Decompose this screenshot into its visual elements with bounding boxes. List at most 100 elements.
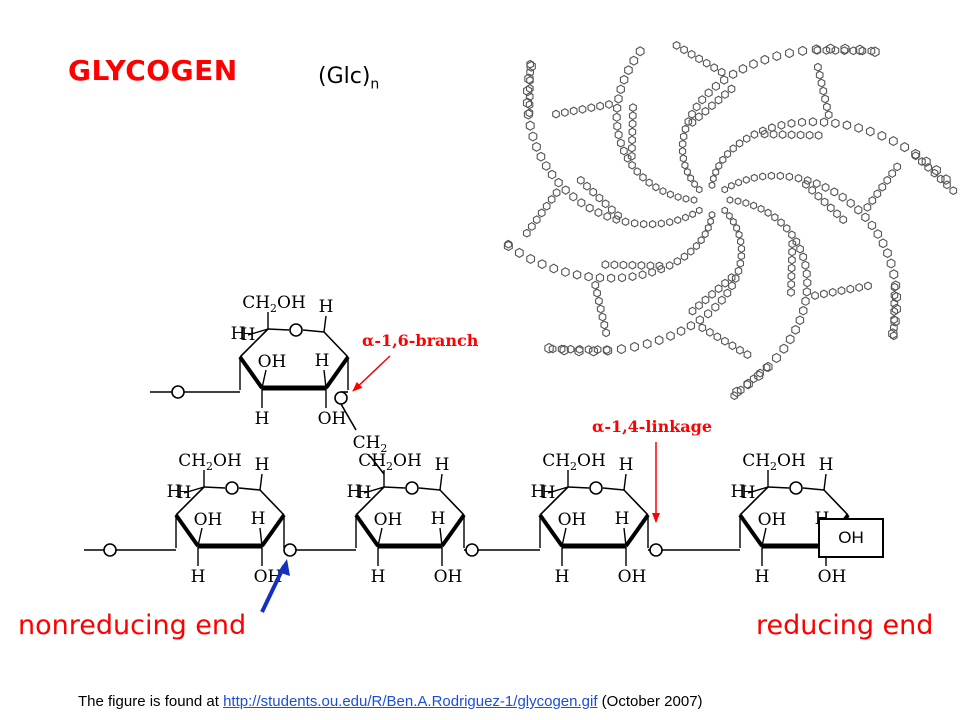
glucose-unit <box>888 169 897 178</box>
glucose-unit <box>648 267 656 277</box>
glucose-unit <box>552 188 561 198</box>
glucose-unit <box>607 273 616 283</box>
glucose-unit <box>702 58 711 68</box>
reducing-end-label: reducing end <box>756 610 934 641</box>
glucose-unit <box>729 144 737 153</box>
glucose-unit <box>735 139 744 148</box>
glucose-unit <box>762 363 771 372</box>
glucose-unit <box>547 169 557 180</box>
ring-oxygen <box>405 481 419 495</box>
substituent-bond <box>561 527 567 547</box>
hydroxyl-group: OH <box>618 567 647 587</box>
glucose-unit <box>864 281 872 291</box>
ring-bond <box>259 489 285 516</box>
glucose-unit <box>620 146 628 156</box>
glucose-unit <box>918 157 926 167</box>
ring-bond <box>623 489 649 516</box>
glucose-unit <box>921 156 931 167</box>
glucose-unit <box>614 211 622 221</box>
glucose-unit <box>824 110 833 120</box>
glucose-unit <box>682 194 690 203</box>
branch-label: α-1,6-branch <box>362 331 479 350</box>
glucose-unit <box>726 211 733 220</box>
glucose-unit <box>812 179 821 189</box>
glucose-unit <box>737 237 745 246</box>
hydrogen-atom: H <box>741 483 756 503</box>
glucose-unit <box>787 263 796 273</box>
glucose-unit <box>695 185 703 194</box>
glucose-unit <box>717 295 726 305</box>
glucose-unit <box>839 215 848 225</box>
glucose-unit <box>659 187 667 196</box>
ring-bond <box>767 486 790 489</box>
glucose-unit <box>575 344 584 354</box>
glucose-unit <box>911 148 921 160</box>
glucose-unit <box>683 167 691 176</box>
glucose-unit <box>815 70 824 80</box>
glucose-unit <box>736 345 744 355</box>
glucose-unit <box>772 51 782 62</box>
hydrogen-atom: H <box>319 297 334 317</box>
glucose-unit <box>593 288 601 298</box>
glucose-unit <box>686 320 696 331</box>
glucose-unit <box>808 117 817 127</box>
glucose-unit <box>803 176 812 185</box>
glucose-unit <box>537 259 547 270</box>
glucose-unit <box>760 54 770 65</box>
glucose-unit <box>819 86 828 96</box>
glucose-unit <box>738 63 748 74</box>
glucose-unit <box>838 192 847 202</box>
glucose-unit <box>601 199 610 209</box>
glucose-unit <box>821 94 829 104</box>
glucose-unit <box>742 134 751 143</box>
glucose-unit <box>630 218 639 228</box>
ring-oxygen <box>289 323 303 337</box>
glucose-unit <box>720 75 729 85</box>
ring-bond-front <box>738 513 764 548</box>
glucose-unit <box>655 261 664 271</box>
glucose-unit <box>776 171 784 181</box>
glucose-unit <box>678 147 687 156</box>
ring-bond <box>267 328 290 331</box>
glucose-unit <box>707 217 714 226</box>
glucose-unit <box>629 55 639 66</box>
glucose-unit <box>795 315 805 326</box>
source-link[interactable]: http://students.ou.edu/R/Ben.A.Rodriguez… <box>223 693 598 710</box>
glucose-unit <box>691 180 698 189</box>
glucose-unit <box>889 269 899 280</box>
glucose-unit <box>503 240 513 252</box>
glucose-unit <box>666 331 675 341</box>
glucose-unit <box>802 287 811 297</box>
branched-glycogen-tree <box>503 40 958 401</box>
hydrogen-atom: H <box>177 483 192 503</box>
glucose-unit <box>878 182 887 192</box>
glucose-unit <box>697 236 705 245</box>
glucose-unit <box>737 244 746 253</box>
glucose-unit <box>760 129 769 139</box>
substituent-bond <box>363 486 385 494</box>
glucose-unit <box>600 320 609 330</box>
glucose-unit <box>788 255 796 265</box>
glucose-unit <box>698 323 707 333</box>
substituent-bond <box>247 328 269 336</box>
glucose-unit <box>614 94 623 104</box>
glucose-unit <box>695 315 704 325</box>
glucose-unit <box>877 130 887 141</box>
glucose-unit <box>522 228 531 238</box>
ring-bond <box>802 487 825 491</box>
glucose-unit <box>736 259 745 268</box>
glucose-unit <box>690 196 698 204</box>
nonreducing-end-arrowhead <box>278 559 290 576</box>
glucose-unit <box>628 143 636 153</box>
glucose-unit <box>749 374 758 384</box>
glucose-unit <box>736 385 745 395</box>
glucose-unit <box>666 190 674 199</box>
ring-bond <box>823 489 849 516</box>
glucose-unit <box>576 175 585 185</box>
glucose-unit <box>802 269 811 279</box>
source-footnote: The figure is found at http://students.o… <box>78 693 703 710</box>
glucose-unit <box>743 350 752 360</box>
hydrogen-atom: H <box>315 351 330 371</box>
glucose-unit <box>596 304 605 314</box>
glucose-unit <box>654 335 664 346</box>
